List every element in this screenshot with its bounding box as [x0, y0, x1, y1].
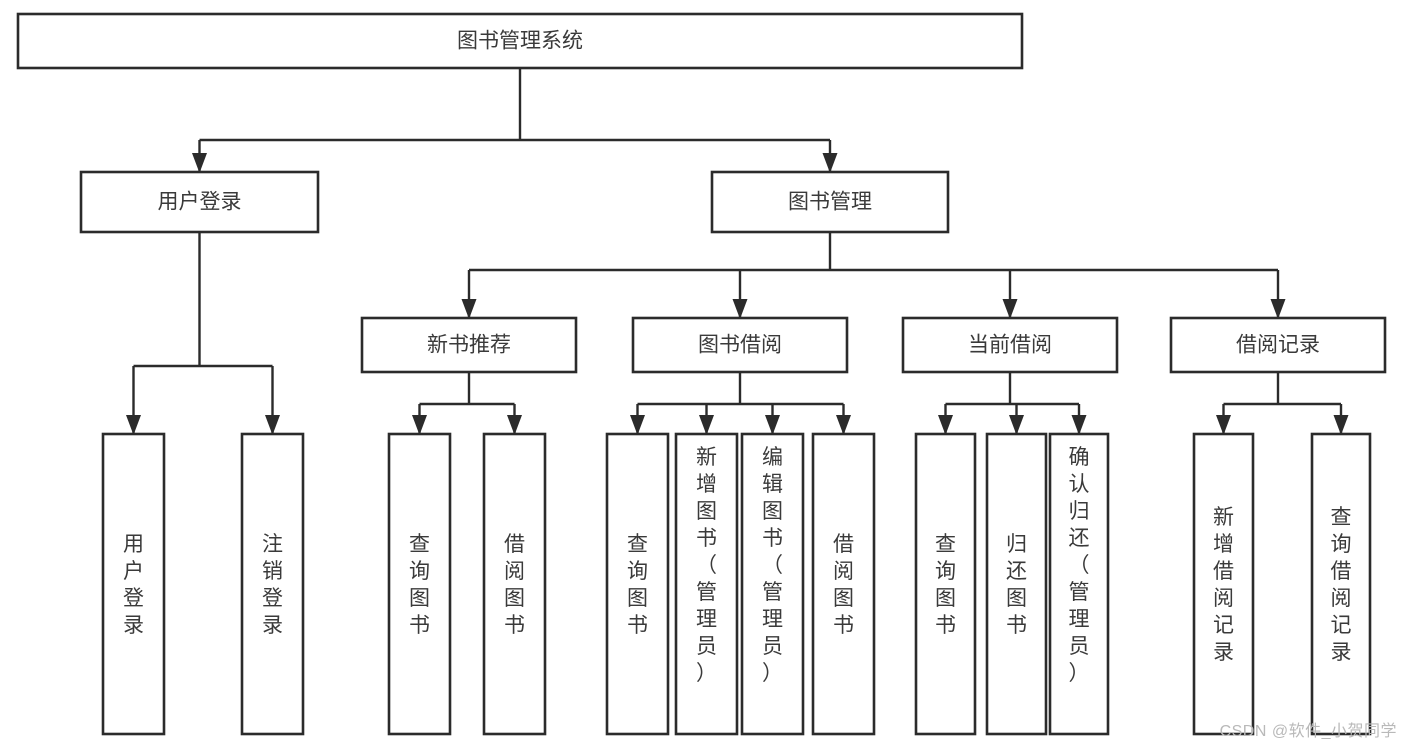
node-leaf-11-label: 新增借阅记录 [1213, 506, 1234, 664]
connector-layer [126, 68, 1349, 435]
node-leaf-3-label: 借阅图书 [504, 533, 525, 637]
node-root-system-box[interactable] [16, 12, 1024, 70]
node-leaf-1-label: 注销登录 [262, 533, 283, 637]
node-level2-0-label: 用户登录 [158, 191, 242, 214]
node-leaf-2-box[interactable] [387, 432, 452, 736]
node-leaf-0-box[interactable] [101, 432, 166, 736]
node-leaf-8-box[interactable] [914, 432, 977, 736]
node-leaf-4[interactable]: 查询图书 [605, 432, 670, 736]
node-level2-1-box[interactable] [710, 170, 950, 234]
node-leaf-12-label: 查询借阅记录 [1331, 506, 1352, 664]
node-leaf-10-box[interactable] [1048, 432, 1110, 736]
node-level3-2[interactable]: 当前借阅 [901, 316, 1119, 374]
node-level3-1-box[interactable] [631, 316, 849, 374]
arrow-head-icon [1216, 415, 1231, 435]
node-level3-3-label: 借阅记录 [1236, 334, 1320, 357]
node-root-system[interactable]: 图书管理系统 [16, 12, 1024, 70]
node-leaf-10[interactable]: 确认归还（管理员） [1048, 432, 1110, 736]
arrow-head-icon [822, 153, 838, 173]
node-level3-3[interactable]: 借阅记录 [1169, 316, 1387, 374]
node-level3-2-label: 当前借阅 [968, 334, 1052, 357]
node-layer: 图书管理系统用户登录图书管理新书推荐图书借阅当前借阅借阅记录用户登录注销登录查询… [16, 12, 1387, 736]
node-level2-0[interactable]: 用户登录 [79, 170, 320, 234]
node-leaf-6[interactable]: 编辑图书（管理员） [740, 432, 805, 736]
arrow-head-icon [412, 415, 427, 435]
node-level2-1-label: 图书管理 [788, 191, 872, 214]
arrow-head-icon [836, 415, 851, 435]
node-level3-1-label: 图书借阅 [698, 334, 782, 357]
node-leaf-9-box[interactable] [985, 432, 1048, 736]
node-leaf-2-label: 查询图书 [409, 533, 430, 637]
node-leaf-2[interactable]: 查询图书 [387, 432, 452, 736]
node-leaf-5-label: 新增图书（管理员） [696, 446, 717, 685]
arrow-head-icon [1333, 415, 1349, 435]
node-leaf-1[interactable]: 注销登录 [240, 432, 305, 736]
arrow-head-icon [461, 299, 477, 319]
arrow-head-icon [1270, 299, 1286, 319]
arrow-head-icon [1002, 299, 1018, 319]
node-leaf-5[interactable]: 新增图书（管理员） [674, 432, 739, 736]
arrow-head-icon [1071, 415, 1087, 435]
node-level3-3-box[interactable] [1169, 316, 1387, 374]
arrow-head-icon [126, 415, 141, 435]
arrow-head-icon [732, 299, 748, 319]
node-level3-1[interactable]: 图书借阅 [631, 316, 849, 374]
node-root-system-label: 图书管理系统 [457, 30, 583, 53]
node-leaf-8-label: 查询图书 [935, 533, 956, 637]
node-level3-0-label: 新书推荐 [427, 334, 511, 357]
node-leaf-10-label: 确认归还（管理员） [1069, 446, 1090, 685]
node-leaf-3[interactable]: 借阅图书 [482, 432, 547, 736]
node-leaf-8[interactable]: 查询图书 [914, 432, 977, 736]
node-leaf-4-label: 查询图书 [627, 533, 648, 637]
node-leaf-1-box[interactable] [240, 432, 305, 736]
arrow-head-icon [507, 415, 522, 435]
arrow-head-icon [265, 415, 280, 435]
node-level2-0-box[interactable] [79, 170, 320, 234]
node-leaf-9-label: 归还图书 [1006, 533, 1027, 637]
node-leaf-9[interactable]: 归还图书 [985, 432, 1048, 736]
node-leaf-7[interactable]: 借阅图书 [811, 432, 876, 736]
arrow-head-icon [192, 153, 207, 173]
node-leaf-3-box[interactable] [482, 432, 547, 736]
node-leaf-11-box[interactable] [1192, 432, 1255, 736]
node-leaf-7-label: 借阅图书 [833, 533, 854, 637]
node-level2-1[interactable]: 图书管理 [710, 170, 950, 234]
arrow-head-icon [699, 415, 714, 435]
node-leaf-6-box[interactable] [740, 432, 805, 736]
node-leaf-7-box[interactable] [811, 432, 876, 736]
node-leaf-11[interactable]: 新增借阅记录 [1192, 432, 1255, 736]
node-leaf-0-label: 用户登录 [123, 533, 144, 637]
node-leaf-4-box[interactable] [605, 432, 670, 736]
node-level3-2-box[interactable] [901, 316, 1119, 374]
node-leaf-5-box[interactable] [674, 432, 739, 736]
node-leaf-0[interactable]: 用户登录 [101, 432, 166, 736]
node-level3-0-box[interactable] [360, 316, 578, 374]
node-leaf-12[interactable]: 查询借阅记录 [1310, 432, 1372, 736]
node-level3-0[interactable]: 新书推荐 [360, 316, 578, 374]
arrow-head-icon [938, 415, 953, 435]
node-leaf-6-label: 编辑图书（管理员） [762, 446, 783, 685]
arrow-head-icon [630, 415, 645, 435]
arrow-head-icon [1009, 415, 1024, 435]
node-leaf-12-box[interactable] [1310, 432, 1372, 736]
arrow-head-icon [765, 415, 780, 435]
